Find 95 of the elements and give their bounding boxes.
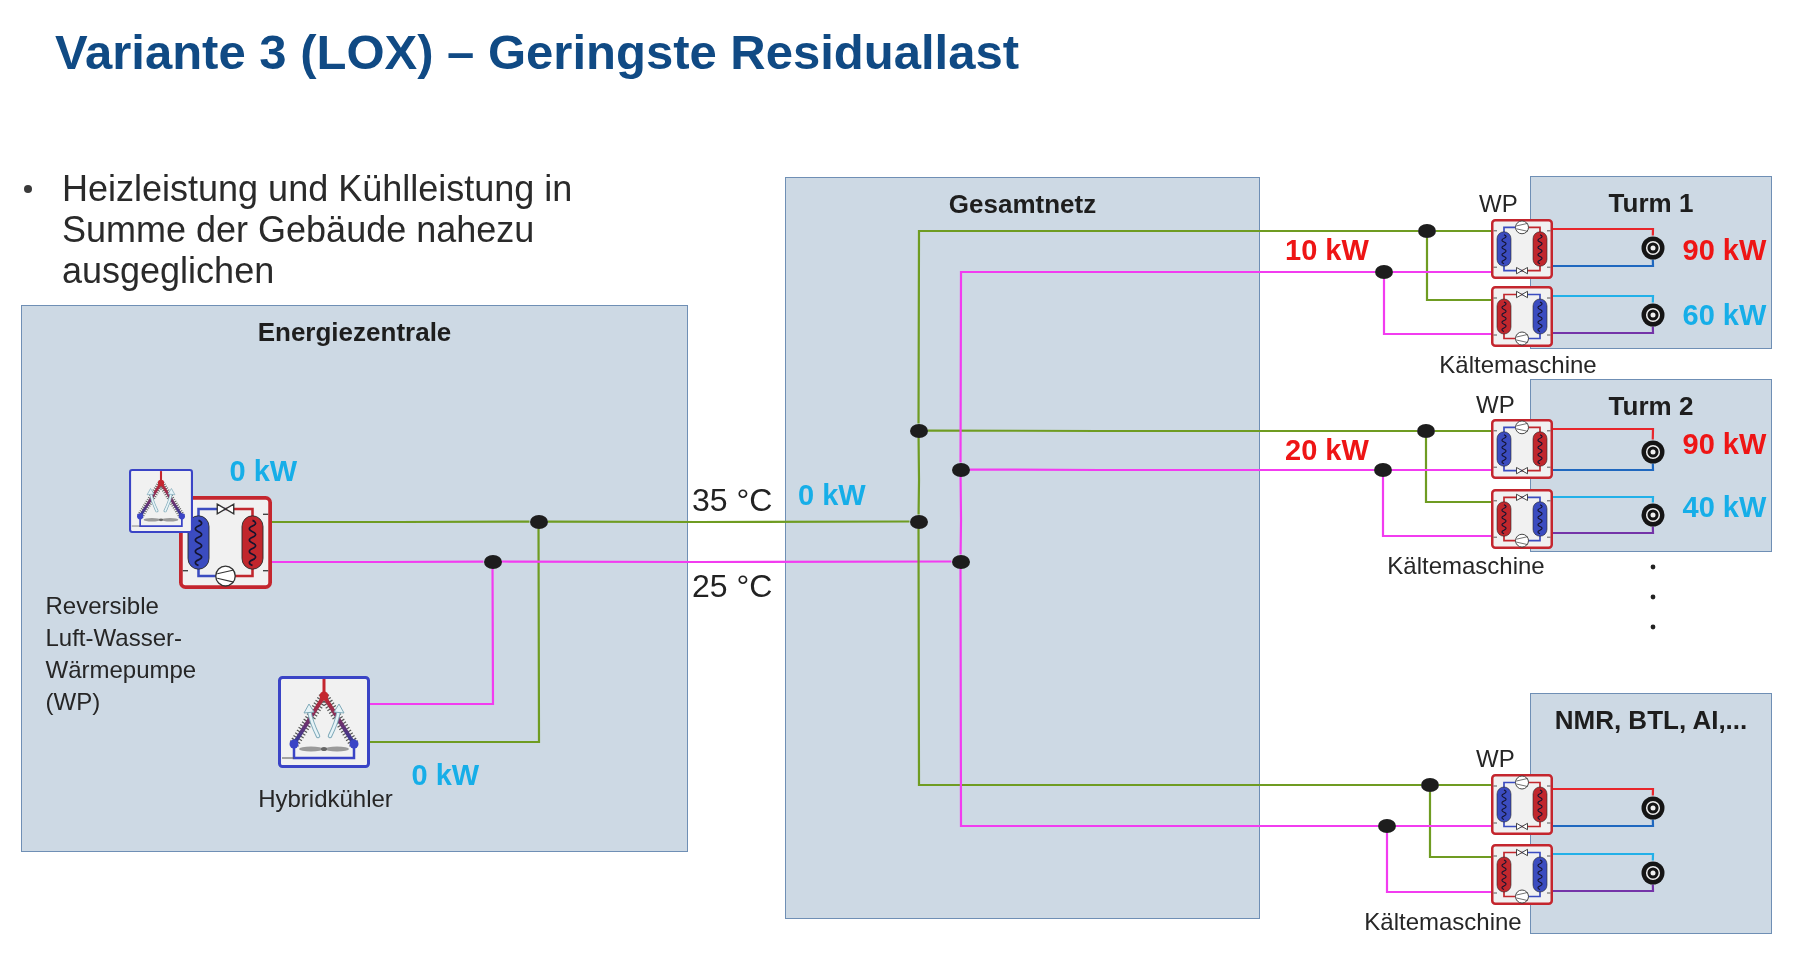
pipe-line (1428, 792, 1491, 859)
area-panel (1530, 176, 1772, 349)
pipe-line (1553, 463, 1655, 472)
heat-pump-symbol (1491, 219, 1553, 279)
pipe-line (969, 468, 1374, 472)
panel-title: Energiezentrale (257, 317, 452, 347)
pipe-line (501, 560, 952, 564)
junction-dot (951, 462, 970, 477)
pipe-line (917, 528, 1421, 787)
consumer-symbol (1640, 860, 1665, 885)
pipe-line (1553, 526, 1655, 535)
pipe-line (1392, 468, 1491, 472)
device-label: WP (1479, 191, 1518, 217)
pipe-line (1424, 438, 1491, 504)
pipe-line (1553, 326, 1655, 335)
pipe-line (1553, 819, 1655, 828)
chiller-symbol (1491, 489, 1553, 549)
consumer-symbol (1640, 502, 1665, 527)
pipe-line (959, 476, 963, 555)
pipe-line (1385, 833, 1491, 894)
pipe-line (1553, 294, 1655, 303)
bullet-text: Heizleistung und Kühlleistung in Summe der Gebäude nahezu ausgeglichen (62, 168, 574, 291)
chiller-symbol (1491, 286, 1553, 347)
junction-dot (1417, 424, 1435, 438)
junction-dot (1421, 778, 1439, 792)
junction-dot (951, 554, 970, 569)
junction-dot (909, 514, 928, 529)
pipe-line (369, 528, 541, 744)
consumer-symbol (1640, 235, 1665, 260)
panel-title: Turm 2 (1608, 391, 1694, 421)
pipe-line (1553, 852, 1655, 861)
area-panel (785, 177, 1260, 919)
device-label: Kältemaschine (1364, 909, 1522, 935)
device-label: WP (1476, 392, 1515, 418)
power-value: 0 kW (229, 453, 298, 488)
pipe-line (917, 437, 921, 515)
junction-dot (1418, 224, 1436, 238)
power-value: 10 kW (1285, 233, 1369, 267)
consumer-symbol (1640, 302, 1665, 327)
pipe-line (1425, 238, 1491, 302)
power-value: 40 kW (1682, 489, 1767, 524)
heat-pump-symbol (1491, 419, 1553, 479)
pipe-line (1553, 884, 1655, 893)
area-panel (1530, 379, 1772, 552)
junction-dot (1378, 819, 1396, 833)
area-panel (21, 305, 688, 852)
panel-title: Gesamtnetz (948, 189, 1097, 219)
pipe-line (1553, 495, 1655, 503)
junction-dot (1374, 463, 1392, 477)
junction-dot (1375, 265, 1393, 279)
power-value: 0 kW (411, 757, 480, 792)
consumer-symbol (1640, 439, 1665, 464)
pipe-line (1439, 783, 1491, 787)
pipe-line (1553, 227, 1655, 236)
power-value: 90 kW (1682, 232, 1767, 267)
temperature-label: 35 °C (692, 482, 773, 518)
device-label: Hybridkühler (258, 785, 393, 812)
pipe-line (917, 229, 1418, 424)
pipe-line (959, 568, 1378, 828)
hybrid-cooler-symbol (277, 675, 370, 768)
power-value: 0 kW (798, 478, 866, 512)
junction-dot (483, 554, 502, 569)
pipe-line (1393, 270, 1491, 274)
device-label: WP (1476, 746, 1515, 772)
pipe-line (1553, 787, 1655, 796)
power-value: 90 kW (1682, 426, 1767, 461)
pipe-line (927, 429, 1417, 433)
pipe-line (1435, 429, 1491, 433)
panel-title: NMR, BTL, AI,... (1554, 705, 1748, 735)
junction-dot (529, 514, 548, 529)
pipe-line (547, 520, 910, 524)
temperature-label: 25 °C (692, 568, 773, 604)
panel-title: Turm 1 (1608, 188, 1694, 218)
pipe-line (1553, 427, 1655, 440)
device-label: Kältemaschine (1439, 352, 1597, 378)
heat-pump-symbol (1491, 774, 1553, 835)
pipe-line (1553, 259, 1655, 268)
pipe-line (1382, 279, 1491, 336)
junction-dot (909, 423, 928, 438)
area-panel (1530, 693, 1772, 934)
slide-title: Variante 3 (LOX) – Geringste Residuallast (55, 24, 1019, 81)
pipe-line (271, 560, 484, 564)
pipe-line (1396, 824, 1491, 828)
chiller-symbol (1491, 844, 1553, 905)
pipe-line (1381, 477, 1491, 538)
pipe-line (271, 520, 530, 524)
heat-pump-symbol (178, 495, 272, 589)
device-label: Kältemaschine (1387, 553, 1545, 579)
pipe-line (1436, 229, 1491, 233)
consumer-symbol (1640, 795, 1665, 820)
pipe-line (369, 568, 495, 706)
pipe-line (959, 270, 1375, 463)
power-value: 60 kW (1682, 297, 1767, 332)
power-value: 20 kW (1285, 433, 1369, 467)
device-label: Reversible Luft-Wasser-Wärmepumpe (WP) (45, 590, 198, 717)
